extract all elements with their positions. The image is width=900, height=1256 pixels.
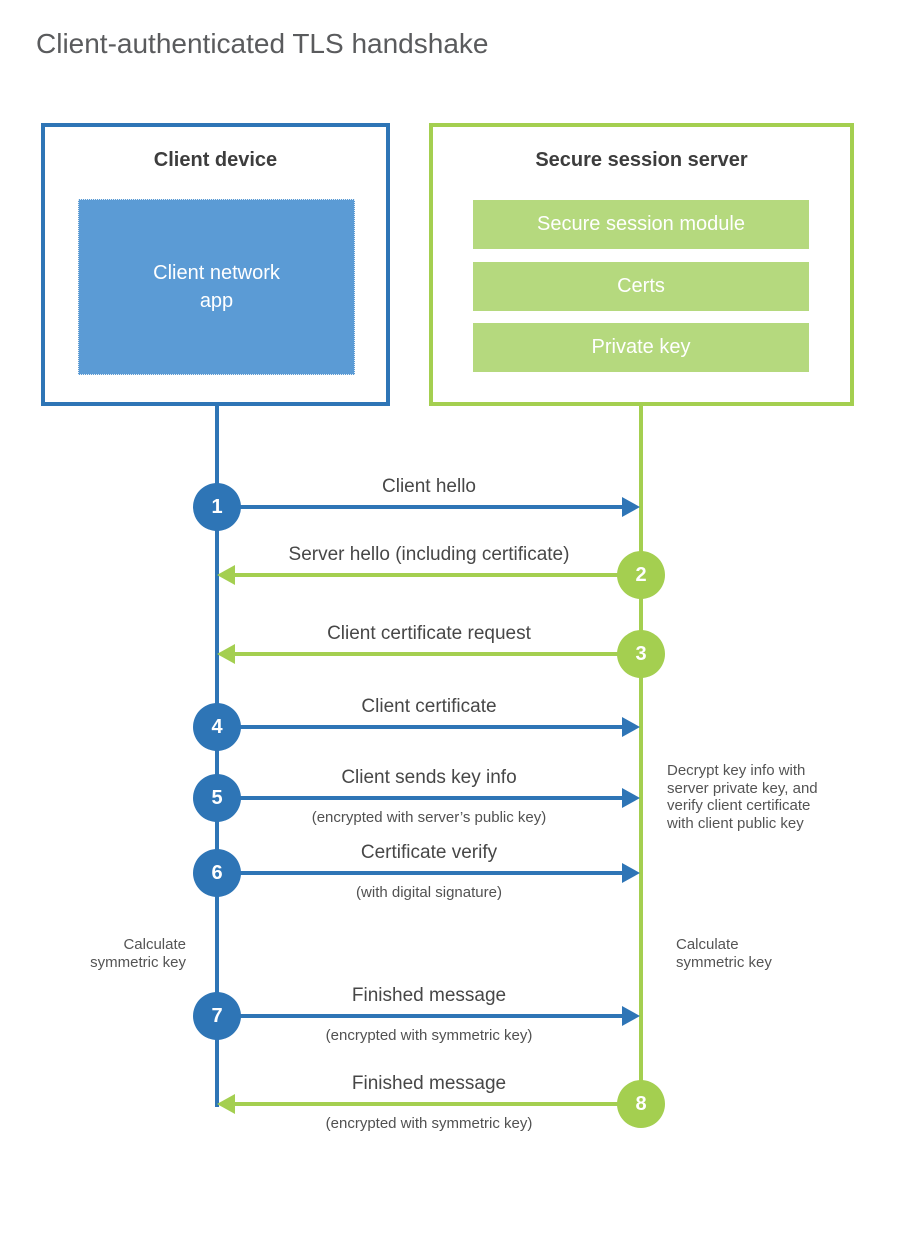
arrow-line [240,796,624,800]
step-number-badge: 6 [193,849,241,897]
server-module-certs: Certs [473,262,809,311]
step-sublabel: (encrypted with server’s public key) [311,809,547,826]
secure-session-server-box: Secure session server Secure session mod… [429,123,854,406]
step-number-badge: 5 [193,774,241,822]
arrow-left-icon [217,644,235,664]
arrow-line [234,573,618,577]
step-number-badge: 3 [617,630,665,678]
arrow-line [234,652,618,656]
arrow-left-icon [217,565,235,585]
server-title: Secure session server [535,149,748,171]
step-label: Client hello [382,476,476,497]
arrow-right-icon [622,863,640,883]
client-device-box: Client device Client network app [41,123,390,406]
client-lifeline [215,405,219,1107]
step-label: Client sends key info [341,767,517,788]
arrow-right-icon [622,1006,640,1026]
arrow-right-icon [622,497,640,517]
note-decrypt-key-info: Decrypt key info with server private key… [667,762,818,832]
client-device-title: Client device [153,149,278,171]
step-label: Client certificate [361,696,497,717]
client-app-label-line1: Client network [153,262,280,284]
step-number-badge: 8 [617,1080,665,1128]
arrow-left-icon [217,1094,235,1114]
step-sublabel: (with digital signature) [356,884,502,901]
step-sublabel: (encrypted with symmetric key) [325,1027,533,1044]
step-label: Finished message [351,1073,507,1094]
step-label: Certificate verify [360,842,498,863]
arrow-line [240,1014,624,1018]
client-network-app-box: Client network app [78,199,355,375]
step-number-badge: 2 [617,551,665,599]
arrow-line [240,871,624,875]
server-lifeline [639,405,643,1105]
arrow-right-icon [622,717,640,737]
arrow-right-icon [622,788,640,808]
step-number-badge: 4 [193,703,241,751]
note-calculate-symmetric-key-client: Calculate symmetric key [90,936,186,971]
step-number-badge: 7 [193,992,241,1040]
step-sublabel: (encrypted with symmetric key) [325,1115,533,1132]
server-module-secure-session: Secure session module [473,200,809,249]
server-module-private-key: Private key [473,323,809,372]
arrow-line [240,505,624,509]
step-number-badge: 1 [193,483,241,531]
arrow-line [240,725,624,729]
page-title: Client-authenticated TLS handshake [36,28,489,59]
step-label: Finished message [351,985,507,1006]
client-app-label-line2: app [199,290,234,312]
arrow-line [234,1102,618,1106]
step-label: Server hello (including certificate) [288,544,570,565]
step-label: Client certificate request [327,623,531,644]
note-calculate-symmetric-key-server: Calculate symmetric key [676,936,772,971]
